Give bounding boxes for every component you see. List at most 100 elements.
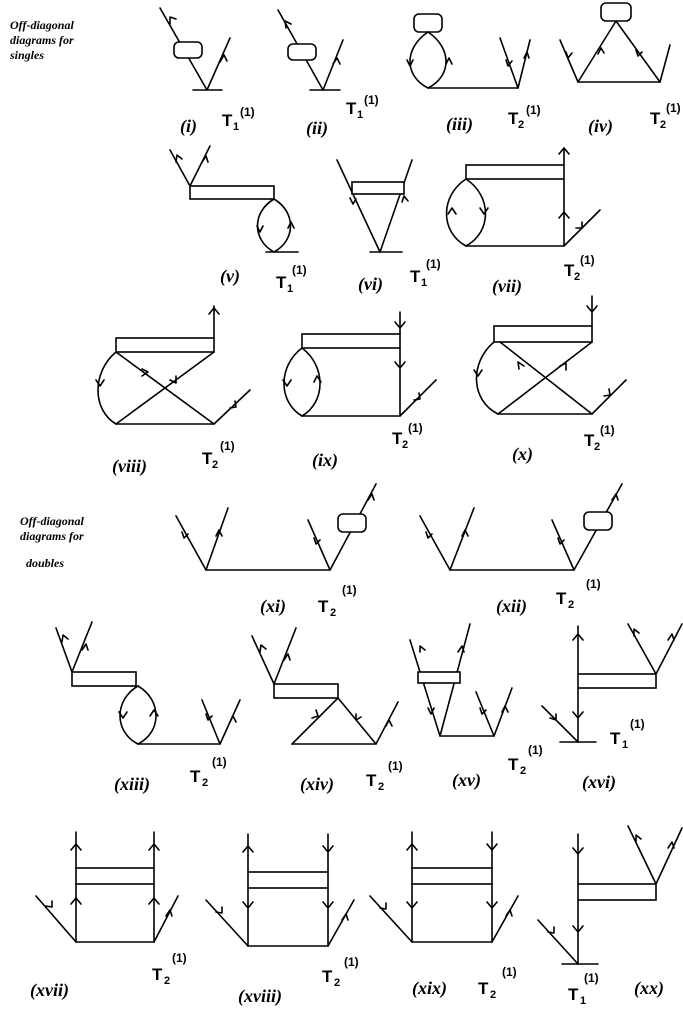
amp-sub: 1 [287, 283, 293, 295]
amp-letter: T [392, 429, 403, 448]
diagram-xviii [205, 833, 355, 947]
amp-sub: 2 [378, 781, 384, 793]
amp-letter: T [508, 109, 519, 128]
amp-sub: 2 [568, 599, 574, 611]
amp-letter: T [478, 979, 489, 998]
amp-sub: 1 [421, 277, 427, 289]
amp-sup: (1) [528, 743, 543, 757]
diagram-ii [277, 9, 344, 91]
amp-sup: (1) [526, 103, 541, 117]
label-ii: (ii) [306, 118, 328, 139]
diagram-xx [537, 825, 683, 965]
section-title-doubles: Off-diagonal diagrams for doubles [20, 514, 84, 571]
label-iv: (iv) [588, 116, 613, 137]
amp-sup: (1) [342, 583, 357, 597]
amplitude-labels: T 1 (1) T 1 (1) T 2 (1) T 2 (1) T 1 (1) … [152, 93, 681, 1007]
label-xviii: (xviii) [238, 986, 282, 1007]
amp-letter: T [366, 771, 377, 790]
amp-letter: T [410, 267, 421, 286]
amp-sub: 2 [164, 975, 170, 987]
amp-sub: 2 [334, 977, 340, 989]
amp-xiv: T 2 (1) [366, 759, 403, 793]
amp-letter: T [202, 449, 213, 468]
label-i: (i) [180, 116, 197, 137]
section-title-line: singles [10, 48, 45, 62]
section-title-singles: Off-diagonal diagrams for singles [10, 18, 74, 63]
amp-sub: 1 [233, 121, 239, 133]
amp-sup: (1) [364, 93, 379, 107]
amp-sup: (1) [220, 439, 235, 453]
amp-xix: T 2 (1) [478, 965, 517, 1001]
amp-vii: T 2 (1) [564, 253, 595, 283]
amp-letter: T [556, 589, 567, 608]
amp-sup: (1) [172, 951, 187, 965]
diagram-xii [419, 483, 623, 571]
diagram-xiii [55, 621, 241, 745]
amp-letter: T [190, 767, 201, 786]
amp-sub: 1 [580, 995, 586, 1007]
amp-sub: 2 [518, 119, 524, 131]
amp-sub: 2 [402, 439, 408, 451]
amp-sup: (1) [666, 101, 681, 115]
amp-xviii: T 2 (1) [322, 955, 359, 989]
amp-ii: T 1 (1) [346, 93, 379, 121]
section-title-line: diagrams for [20, 529, 84, 543]
diagram-viii [95, 305, 251, 425]
label-xi: (xi) [260, 596, 286, 617]
label-vii: (vii) [492, 276, 522, 297]
label-viii: (viii) [112, 456, 147, 477]
amp-sup: (1) [408, 421, 423, 435]
section-title-line: doubles [26, 556, 65, 570]
amp-xi: T 2 (1) [318, 583, 357, 619]
diagram-labels: (i) (ii) (iii) (iv) (v) (vi) (vii) (viii… [30, 114, 664, 1007]
amp-xx: T 1 (1) [568, 971, 599, 1007]
amp-letter: T [322, 967, 333, 986]
section-title-line: diagrams for [10, 33, 74, 47]
amp-sub: 2 [330, 607, 336, 619]
amp-sup: (1) [600, 423, 615, 437]
amp-sub: 2 [660, 119, 666, 131]
amp-xiii: T 2 (1) [190, 755, 227, 789]
amp-xvii: T 2 (1) [152, 951, 187, 987]
amp-sub: 2 [212, 459, 218, 471]
amp-sub: 2 [202, 777, 208, 789]
amp-i: T 1 (1) [222, 105, 255, 133]
amp-sub: 2 [520, 765, 526, 777]
label-xvii: (xvii) [30, 980, 69, 1001]
diagram-x [473, 295, 627, 415]
amp-sup: (1) [586, 577, 601, 591]
amp-sup: (1) [240, 105, 255, 119]
amp-xii: T 2 (1) [556, 577, 601, 611]
amp-sup: (1) [388, 759, 403, 773]
amp-sup: (1) [630, 717, 645, 731]
amp-sup: (1) [212, 755, 227, 769]
amp-iii: T 2 (1) [508, 103, 541, 131]
label-xx: (xx) [634, 978, 664, 999]
amp-vi: T 1 (1) [410, 257, 441, 289]
label-vi: (vi) [358, 274, 383, 295]
amp-letter: T [152, 965, 163, 984]
amp-xv: T 2 (1) [508, 743, 543, 777]
amp-sub: 1 [357, 109, 363, 121]
diagram-v [169, 145, 299, 253]
label-xix: (xix) [412, 978, 447, 999]
amp-sup: (1) [502, 965, 517, 979]
section-title-line: Off-diagonal [20, 514, 84, 528]
amp-sub: 2 [574, 271, 580, 283]
amp-letter: T [508, 755, 519, 774]
label-v: (v) [220, 266, 240, 287]
label-xiv: (xiv) [300, 774, 334, 795]
diagram-xvi [541, 623, 683, 743]
diagram-vi [336, 159, 413, 253]
diagram-xi [175, 483, 377, 571]
amp-letter: T [318, 597, 329, 616]
label-ix: (ix) [312, 450, 338, 471]
diagram-xix [369, 831, 519, 943]
amp-letter: T [346, 99, 357, 118]
label-xvi: (xvi) [582, 772, 616, 793]
amp-viii: T 2 (1) [202, 439, 235, 471]
amp-sup: (1) [344, 955, 359, 969]
amp-xvi: T 1 (1) [610, 717, 645, 751]
amp-sup: (1) [580, 253, 595, 267]
label-iii: (iii) [446, 114, 473, 135]
